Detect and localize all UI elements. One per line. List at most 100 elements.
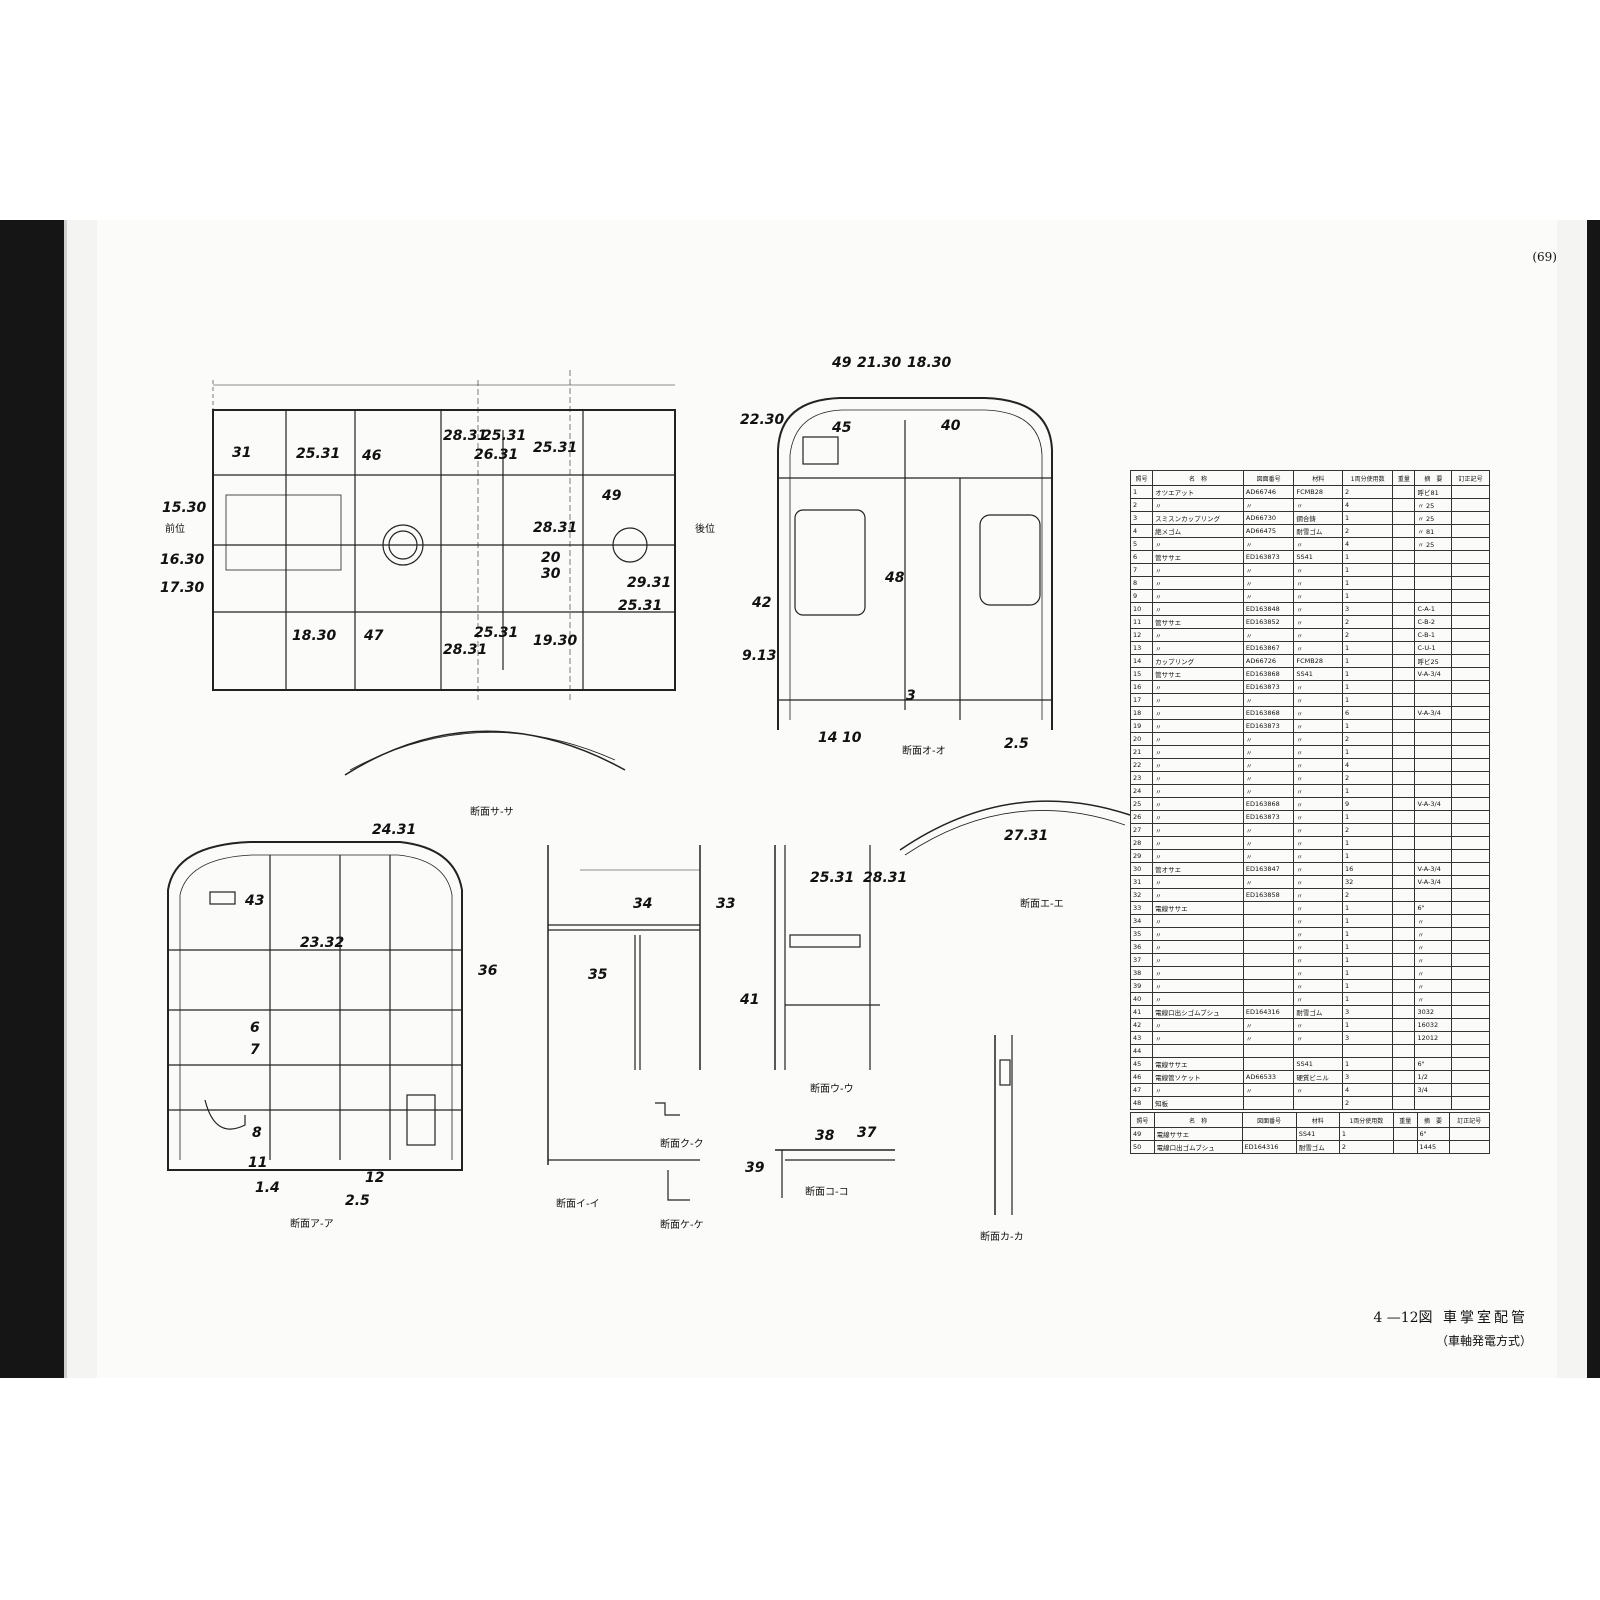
table-cell: 〃 bbox=[1293, 849, 1344, 863]
table-cell: ED163873 bbox=[1242, 719, 1295, 733]
table-cell: 〃 bbox=[1152, 940, 1244, 954]
front-label: 前位 bbox=[165, 524, 185, 535]
table-cell: 〃 bbox=[1242, 563, 1295, 577]
part-label: 34 bbox=[633, 896, 653, 912]
table-cell bbox=[1392, 875, 1416, 889]
table-cell: 1 bbox=[1342, 1057, 1394, 1071]
table-cell bbox=[1392, 498, 1416, 512]
table-cell: 7 bbox=[1129, 563, 1154, 577]
part-label: 28.31 bbox=[533, 520, 578, 536]
table-cell bbox=[1414, 1096, 1453, 1110]
table-cell: 1 bbox=[1342, 719, 1394, 733]
table-cell: 〃 bbox=[1293, 1031, 1344, 1045]
section-ke-drawing bbox=[667, 1170, 690, 1201]
table-cell bbox=[1451, 589, 1490, 603]
table-cell bbox=[1451, 537, 1490, 551]
table-cell: 1 bbox=[1342, 667, 1394, 681]
table-cell: 1 bbox=[1342, 550, 1394, 564]
table-cell bbox=[1392, 823, 1416, 837]
table-cell: 〃 bbox=[1414, 979, 1453, 993]
table-cell: 絶メゴム bbox=[1152, 524, 1244, 538]
table-row: 2〃〃〃4〃 25 bbox=[1129, 498, 1490, 512]
table-cell: 電線ササエ bbox=[1152, 901, 1244, 915]
table-cell: 2 bbox=[1342, 888, 1394, 902]
table-cell: 40 bbox=[1129, 992, 1154, 1006]
rear-label: 後位 bbox=[695, 524, 715, 535]
figure-subtitle: （車軸発電方式） bbox=[1435, 1334, 1532, 1348]
table-cell: 47 bbox=[1129, 1083, 1154, 1097]
table-cell bbox=[1342, 1044, 1394, 1058]
table-cell bbox=[1392, 1018, 1416, 1032]
table-cell bbox=[1451, 745, 1490, 759]
table-cell: 〃 bbox=[1293, 602, 1344, 616]
part-label: 14 bbox=[818, 730, 838, 746]
part-label: 25.31 bbox=[474, 625, 519, 641]
table-cell: 9 bbox=[1342, 797, 1394, 811]
table-cell bbox=[1242, 901, 1295, 915]
table-cell bbox=[1392, 667, 1416, 681]
table-cell bbox=[1392, 1127, 1418, 1141]
table-cell: ED163873 bbox=[1242, 810, 1295, 824]
part-label: 25.31 bbox=[482, 428, 527, 444]
table-cell: 〃 bbox=[1293, 680, 1344, 694]
part-label: 21.30 bbox=[857, 355, 902, 371]
table-cell: 呼ビ25 bbox=[1414, 654, 1453, 668]
table-cell: 〃 bbox=[1152, 914, 1244, 928]
part-label: 6 bbox=[250, 1020, 260, 1036]
table-cell: 2 bbox=[1342, 732, 1394, 746]
table-cell: 4 bbox=[1129, 524, 1154, 538]
section-o-drawing bbox=[777, 397, 1053, 730]
table-cell bbox=[1451, 862, 1490, 876]
column-header: 材料 bbox=[1295, 1112, 1340, 1128]
table-cell: ED164316 bbox=[1242, 1005, 1295, 1019]
part-label: 1.4 bbox=[255, 1180, 280, 1196]
table-cell: 管ササエ bbox=[1152, 667, 1244, 681]
table-cell: 〃 bbox=[1152, 758, 1244, 772]
column-header: 照号 bbox=[1129, 470, 1154, 486]
table-cell: 4 bbox=[1342, 537, 1394, 551]
table-cell: SS41 bbox=[1295, 1127, 1340, 1141]
part-label: 25.31 bbox=[533, 440, 578, 456]
table-cell: 3 bbox=[1342, 1070, 1394, 1084]
table-row: 39〃〃1〃 bbox=[1129, 979, 1490, 993]
table-cell bbox=[1392, 836, 1416, 850]
table-row: 44 bbox=[1129, 1044, 1490, 1058]
table-cell bbox=[1392, 901, 1416, 915]
table-cell: 〃 81 bbox=[1414, 524, 1453, 538]
table-cell bbox=[1242, 953, 1295, 967]
table-cell bbox=[1392, 706, 1416, 720]
table-cell bbox=[1392, 550, 1416, 564]
table-cell: 〃 bbox=[1414, 992, 1453, 1006]
table-cell: 〃 bbox=[1293, 953, 1344, 967]
table-cell: 〃 bbox=[1242, 732, 1295, 746]
table-cell: 〃 bbox=[1152, 836, 1244, 850]
table-cell: 〃 25 bbox=[1414, 511, 1453, 525]
part-label: 3 bbox=[906, 688, 916, 704]
table-cell: 〃 bbox=[1293, 706, 1344, 720]
part-label: 25.31 bbox=[296, 446, 341, 462]
table-cell: 耐雪ゴム bbox=[1295, 1140, 1340, 1154]
table-cell: 〃 bbox=[1293, 732, 1344, 746]
table-cell bbox=[1451, 823, 1490, 837]
table-row: 35〃〃1〃 bbox=[1129, 927, 1490, 941]
table-cell bbox=[1392, 784, 1416, 798]
section-u-drawing bbox=[774, 845, 880, 1070]
part-label: 47 bbox=[364, 628, 384, 644]
table-cell bbox=[1414, 680, 1453, 694]
table-cell: カップリング bbox=[1152, 654, 1244, 668]
table-cell bbox=[1242, 927, 1295, 941]
column-header: 名 称 bbox=[1152, 470, 1244, 486]
table-cell: 〃 bbox=[1293, 823, 1344, 837]
table-cell bbox=[1451, 927, 1490, 941]
column-header: 名 称 bbox=[1153, 1112, 1243, 1128]
table-cell bbox=[1451, 615, 1490, 629]
table-cell: 〃 bbox=[1242, 875, 1295, 889]
table-cell: 電線口出ゴムブシュ bbox=[1153, 1140, 1243, 1154]
table-cell: 〃 bbox=[1242, 628, 1295, 642]
